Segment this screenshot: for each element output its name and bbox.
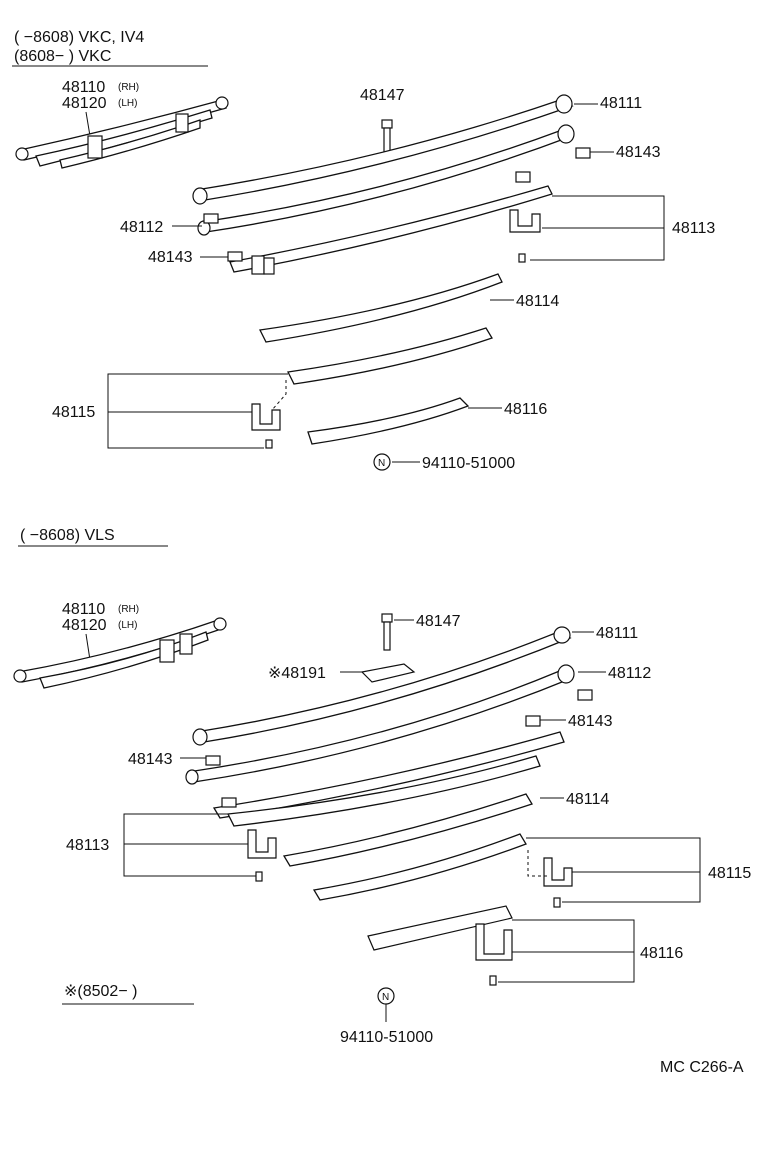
top-section: ( −8608) VKC, IV4 (8608− ) VKC 48110 (RH… (12, 29, 715, 472)
bottom-insert-48143-right-1 (577, 689, 593, 701)
top-nut-symbol-circle (373, 453, 391, 471)
top-leaf-48111-number: 48111 (600, 95, 642, 112)
bottom-leaf-48111 (192, 626, 572, 746)
top-assembly-leader (85, 111, 91, 137)
bottom-insert-a-number: 48143 (568, 713, 613, 730)
top-header-line2: (8608− ) VKC (14, 48, 111, 65)
top-assembly-rh-number: 48110 (62, 79, 105, 96)
bottom-clip-48113 (247, 829, 277, 882)
top-leaf-48112 (197, 124, 575, 236)
top-leaf-48112-number: 48112 (120, 219, 163, 236)
top-clip-48113 (251, 209, 541, 275)
bottom-leaf-48114-number: 48114 (566, 791, 609, 808)
bottom-clip-48115 (543, 857, 573, 908)
bottom-plate (367, 905, 513, 951)
bottom-leaf-third (212, 731, 565, 819)
bottom-clip-48116-number: 48116 (640, 945, 683, 962)
bottom-header: ( −8608) VLS (20, 527, 115, 544)
top-assembly-spring-thumbnail (15, 96, 229, 169)
bottom-center-bolt (381, 613, 393, 651)
top-clip-48115 (251, 403, 281, 449)
bottom-leaf-sixth (312, 833, 527, 901)
figure-code: MC C266-A (660, 1059, 744, 1076)
bottom-spacer-number: ※48191 (268, 665, 326, 682)
top-clip-48115-number: 48115 (52, 404, 95, 421)
top-insert-48143-right (575, 147, 591, 159)
bottom-clip-48115-number: 48115 (708, 865, 751, 882)
bottom-nut-number: 94110-51000 (340, 1029, 433, 1046)
bottom-clip-48113-number: 48113 (66, 837, 109, 854)
bottom-leaf-48114 (226, 755, 541, 827)
bottom-assembly-rh-number: 48110 (62, 601, 105, 618)
bottom-leaf-fifth (282, 793, 533, 867)
top-leaf-third (229, 185, 553, 273)
bottom-nut-symbol: N (382, 992, 389, 1003)
bottom-section: ( −8608) VLS 48110 (RH) 48120 (LH) 48147… (13, 527, 751, 1046)
top-nut-number: 94110-51000 (422, 455, 515, 472)
top-clip-48113-number: 48113 (672, 220, 715, 237)
bottom-clip-48116 (475, 923, 513, 986)
top-nut-symbol: N (378, 458, 385, 469)
top-leaf-48116-number: 48116 (504, 401, 547, 418)
bottom-spacer-48191 (360, 663, 416, 683)
top-assembly-lh-number: 48120 (62, 95, 107, 112)
top-leaf-fifth (287, 327, 493, 385)
bottom-assembly-spring-thumbnail (13, 617, 227, 689)
bottom-insert-b-number: 48143 (128, 751, 173, 768)
top-leaf-48114-number: 48114 (516, 293, 559, 310)
top-leaf-48116 (307, 397, 470, 445)
top-insert-b-number: 48143 (148, 249, 193, 266)
bottom-assembly-rh-tag: (RH) (118, 604, 139, 615)
bottom-leaf-48112 (185, 664, 575, 785)
bottom-insert-48143-left-2 (221, 797, 237, 808)
top-insert-48143-mid (515, 171, 531, 183)
bottom-assembly-lh-number: 48120 (62, 617, 107, 634)
bottom-note: ※(8502− ) (64, 983, 137, 1000)
bottom-leaf-48111-number: 48111 (596, 625, 638, 642)
bottom-insert-48143-left-1 (205, 755, 221, 766)
bottom-bolt-number: 48147 (416, 613, 461, 630)
top-header-line1: ( −8608) VKC, IV4 (14, 29, 144, 46)
top-assembly-rh-tag: (RH) (118, 82, 139, 93)
top-bolt-number: 48147 (360, 87, 405, 104)
top-leaf-48111 (192, 94, 574, 205)
top-center-bolt (381, 119, 393, 159)
top-insert-48143-left (227, 251, 243, 262)
bottom-insert-48143-right-2 (525, 715, 541, 727)
bottom-leaf-48112-number: 48112 (608, 665, 651, 682)
top-assembly-lh-tag: (LH) (118, 98, 137, 109)
top-leaf-48114 (259, 273, 503, 343)
bottom-assembly-lh-tag: (LH) (118, 620, 137, 631)
top-insert-a-number: 48143 (616, 144, 661, 161)
